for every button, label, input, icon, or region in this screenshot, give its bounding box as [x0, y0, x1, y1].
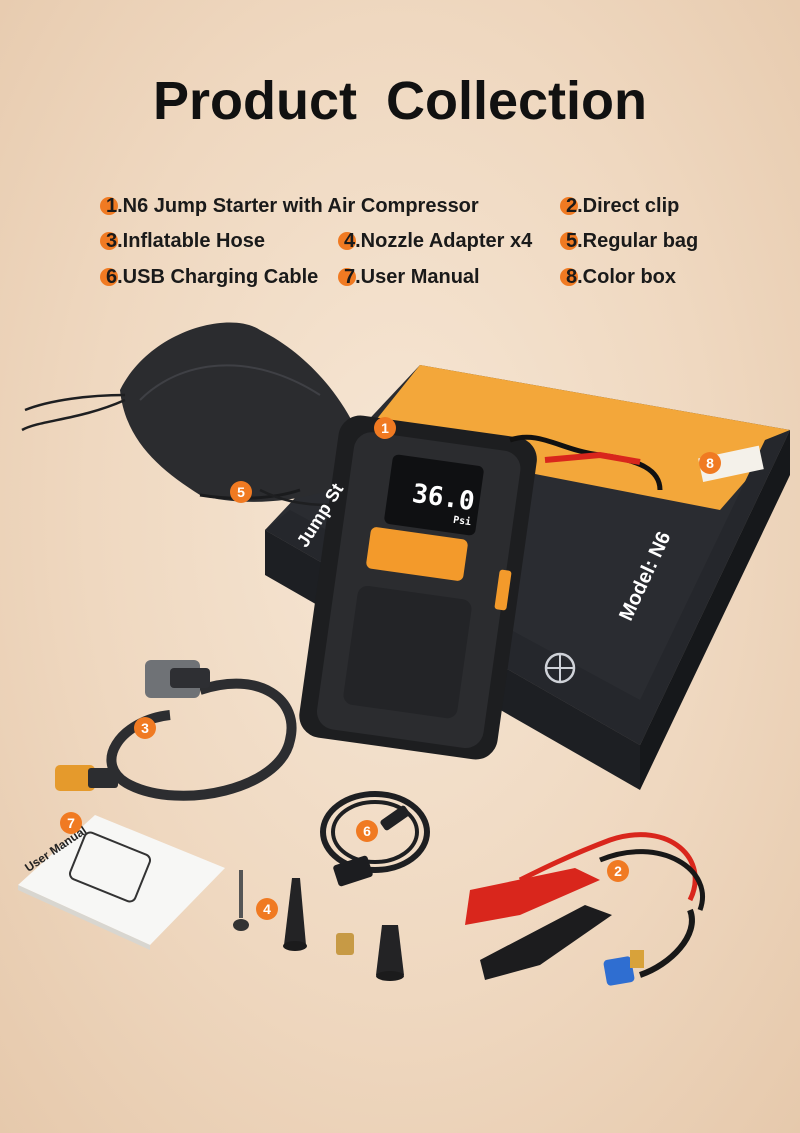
jump-starter-device: [299, 415, 663, 760]
legend-item-nozzle-adapter: 4.Nozzle Adapter x4: [338, 230, 532, 253]
marker-7: 7: [60, 812, 82, 834]
legend-item-color-box: 8.Color box: [560, 266, 676, 289]
user-manual: [18, 815, 225, 950]
marker-3: 3: [134, 717, 156, 739]
nozzle-adapters: [233, 870, 404, 981]
storage-bag: [21, 322, 370, 507]
marker-1: 1: [374, 417, 396, 439]
marker-4: 4: [256, 898, 278, 920]
legend-item-direct-clip: 2.Direct clip: [560, 195, 679, 218]
legend-item-usb-cable: 6.USB Charging Cable: [100, 266, 318, 289]
legend-item-regular-bag: 5.Regular bag: [560, 230, 698, 253]
direct-clip-clamps: [465, 832, 705, 986]
marker-2: 2: [607, 860, 629, 882]
usb-charging-cable: [320, 791, 430, 887]
inflatable-hose: [55, 660, 297, 801]
device-display-unit: Psi: [452, 514, 472, 529]
marker-8: 8: [699, 452, 721, 474]
legend-item-jump-starter: 1.N6 Jump Starter with Air Compressor: [100, 195, 479, 218]
page-title: Product Collection: [152, 71, 647, 131]
marker-6: 6: [356, 820, 378, 842]
legend-item-inflatable-hose: 3.Inflatable Hose: [100, 230, 265, 253]
legend-item-user-manual: 7.User Manual: [338, 266, 480, 289]
marker-5: 5: [230, 481, 252, 503]
